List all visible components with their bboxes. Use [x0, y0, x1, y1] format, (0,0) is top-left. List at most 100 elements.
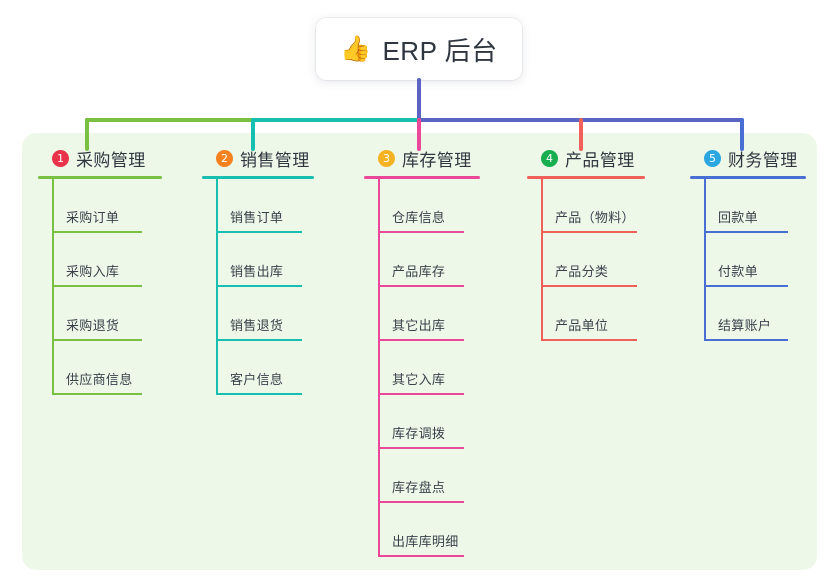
- branch-spine-4: [541, 179, 543, 341]
- leaf-label: 产品单位: [555, 318, 609, 333]
- leaf-underline: [378, 339, 464, 341]
- connector-h-segment-1: [85, 118, 255, 122]
- branch-underline-1: [38, 176, 162, 179]
- leaf-node[interactable]: 库存盘点: [364, 449, 480, 503]
- branch-badge-3: 3: [378, 149, 395, 167]
- leaf-underline: [52, 339, 142, 341]
- branch-badge-2: 2: [216, 149, 233, 167]
- leaf-label: 其它出库: [392, 318, 446, 333]
- branch-underline-3: [364, 176, 480, 179]
- branch-items-2: 销售订单销售出库销售退货客户信息: [202, 179, 314, 395]
- leaf-label: 出库库明细: [392, 534, 459, 549]
- leaf-label: 采购退货: [66, 318, 120, 333]
- branch-title-3: 库存管理: [402, 150, 472, 170]
- branch-spine-5: [704, 179, 706, 341]
- branch-column-3: 3 库存管理仓库信息产品库存其它出库其它入库库存调拨库存盘点出库库明细: [364, 146, 480, 557]
- branch-spine-2: [216, 179, 218, 395]
- thumbs-up-icon: 👍: [340, 34, 372, 63]
- leaf-node[interactable]: 采购退货: [38, 287, 162, 341]
- leaf-label: 供应商信息: [66, 372, 133, 387]
- leaf-underline: [704, 285, 788, 287]
- page-title: ERP 后台: [382, 35, 498, 66]
- leaf-node[interactable]: 销售订单: [202, 179, 314, 233]
- connector-drop-2: [251, 118, 255, 151]
- leaf-node[interactable]: 产品（物料）: [527, 179, 645, 233]
- leaf-node[interactable]: 供应商信息: [38, 341, 162, 395]
- branch-column-5: 5 财务管理回款单付款单结算账户: [690, 146, 806, 341]
- leaf-underline: [704, 339, 788, 341]
- connector-h-segment-2: [251, 118, 421, 122]
- branch-badge-4: 4: [541, 149, 558, 167]
- connector-drop-4: [579, 118, 583, 151]
- leaf-label: 采购入库: [66, 264, 120, 279]
- leaf-underline: [378, 285, 464, 287]
- leaf-node[interactable]: 其它入库: [364, 341, 480, 395]
- leaf-label: 其它入库: [392, 372, 446, 387]
- branch-header-3[interactable]: 3 库存管理: [364, 146, 480, 170]
- branch-header-5[interactable]: 5 财务管理: [690, 146, 806, 170]
- leaf-label: 产品分类: [555, 264, 609, 279]
- branch-items-4: 产品（物料） 产品分类产品单位: [527, 179, 645, 341]
- branch-column-2: 2 销售管理销售订单销售出库销售退货客户信息: [202, 146, 314, 395]
- leaf-underline: [704, 231, 788, 233]
- leaf-label: 结算账户: [718, 318, 772, 333]
- leaf-underline: [216, 393, 302, 395]
- leaf-node[interactable]: 采购订单: [38, 179, 162, 233]
- leaf-node[interactable]: 其它出库: [364, 287, 480, 341]
- leaf-underline: [216, 231, 302, 233]
- branch-badge-5: 5: [704, 149, 721, 167]
- branch-title-2: 销售管理: [240, 150, 310, 170]
- branch-header-2[interactable]: 2 销售管理: [202, 146, 314, 170]
- trunk-line: [417, 78, 421, 122]
- leaf-node[interactable]: 销售出库: [202, 233, 314, 287]
- leaf-node[interactable]: 结算账户: [690, 287, 806, 341]
- branch-underline-4: [527, 176, 645, 179]
- leaf-node[interactable]: 付款单: [690, 233, 806, 287]
- leaf-label: 销售订单: [230, 210, 284, 225]
- leaf-node[interactable]: 回款单: [690, 179, 806, 233]
- leaf-underline: [378, 231, 464, 233]
- leaf-underline: [378, 501, 464, 503]
- leaf-node[interactable]: 产品单位: [527, 287, 645, 341]
- branch-title-5: 财务管理: [728, 150, 798, 170]
- leaf-node[interactable]: 产品分类: [527, 233, 645, 287]
- branch-underline-2: [202, 176, 314, 179]
- leaf-underline: [52, 393, 142, 395]
- leaf-node[interactable]: 仓库信息: [364, 179, 480, 233]
- leaf-label: 付款单: [718, 264, 758, 279]
- branch-underline-5: [690, 176, 806, 179]
- leaf-label: 产品（物料）: [555, 210, 635, 225]
- leaf-underline: [541, 339, 637, 341]
- leaf-node[interactable]: 采购入库: [38, 233, 162, 287]
- leaf-label: 产品库存: [392, 264, 446, 279]
- leaf-underline: [216, 339, 302, 341]
- diagram-panel: [22, 133, 817, 570]
- branch-spine-3: [378, 179, 380, 557]
- leaf-node[interactable]: 产品库存: [364, 233, 480, 287]
- connector-drop-1: [85, 118, 89, 151]
- leaf-underline: [541, 231, 637, 233]
- leaf-underline: [52, 285, 142, 287]
- leaf-node[interactable]: 销售退货: [202, 287, 314, 341]
- leaf-node[interactable]: 客户信息: [202, 341, 314, 395]
- leaf-label: 回款单: [718, 210, 758, 225]
- branch-items-3: 仓库信息产品库存其它出库其它入库库存调拨库存盘点出库库明细: [364, 179, 480, 557]
- branch-spine-1: [52, 179, 54, 395]
- leaf-underline: [216, 285, 302, 287]
- leaf-underline: [378, 393, 464, 395]
- leaf-node[interactable]: 出库库明细: [364, 503, 480, 557]
- leaf-node[interactable]: 库存调拨: [364, 395, 480, 449]
- leaf-label: 销售退货: [230, 318, 284, 333]
- leaf-label: 客户信息: [230, 372, 284, 387]
- leaf-label: 仓库信息: [392, 210, 446, 225]
- root-node[interactable]: 👍 ERP 后台: [316, 18, 522, 80]
- leaf-label: 采购订单: [66, 210, 120, 225]
- connector-drop-3: [417, 118, 421, 151]
- branch-title-1: 采购管理: [76, 150, 146, 170]
- leaf-underline: [378, 555, 464, 557]
